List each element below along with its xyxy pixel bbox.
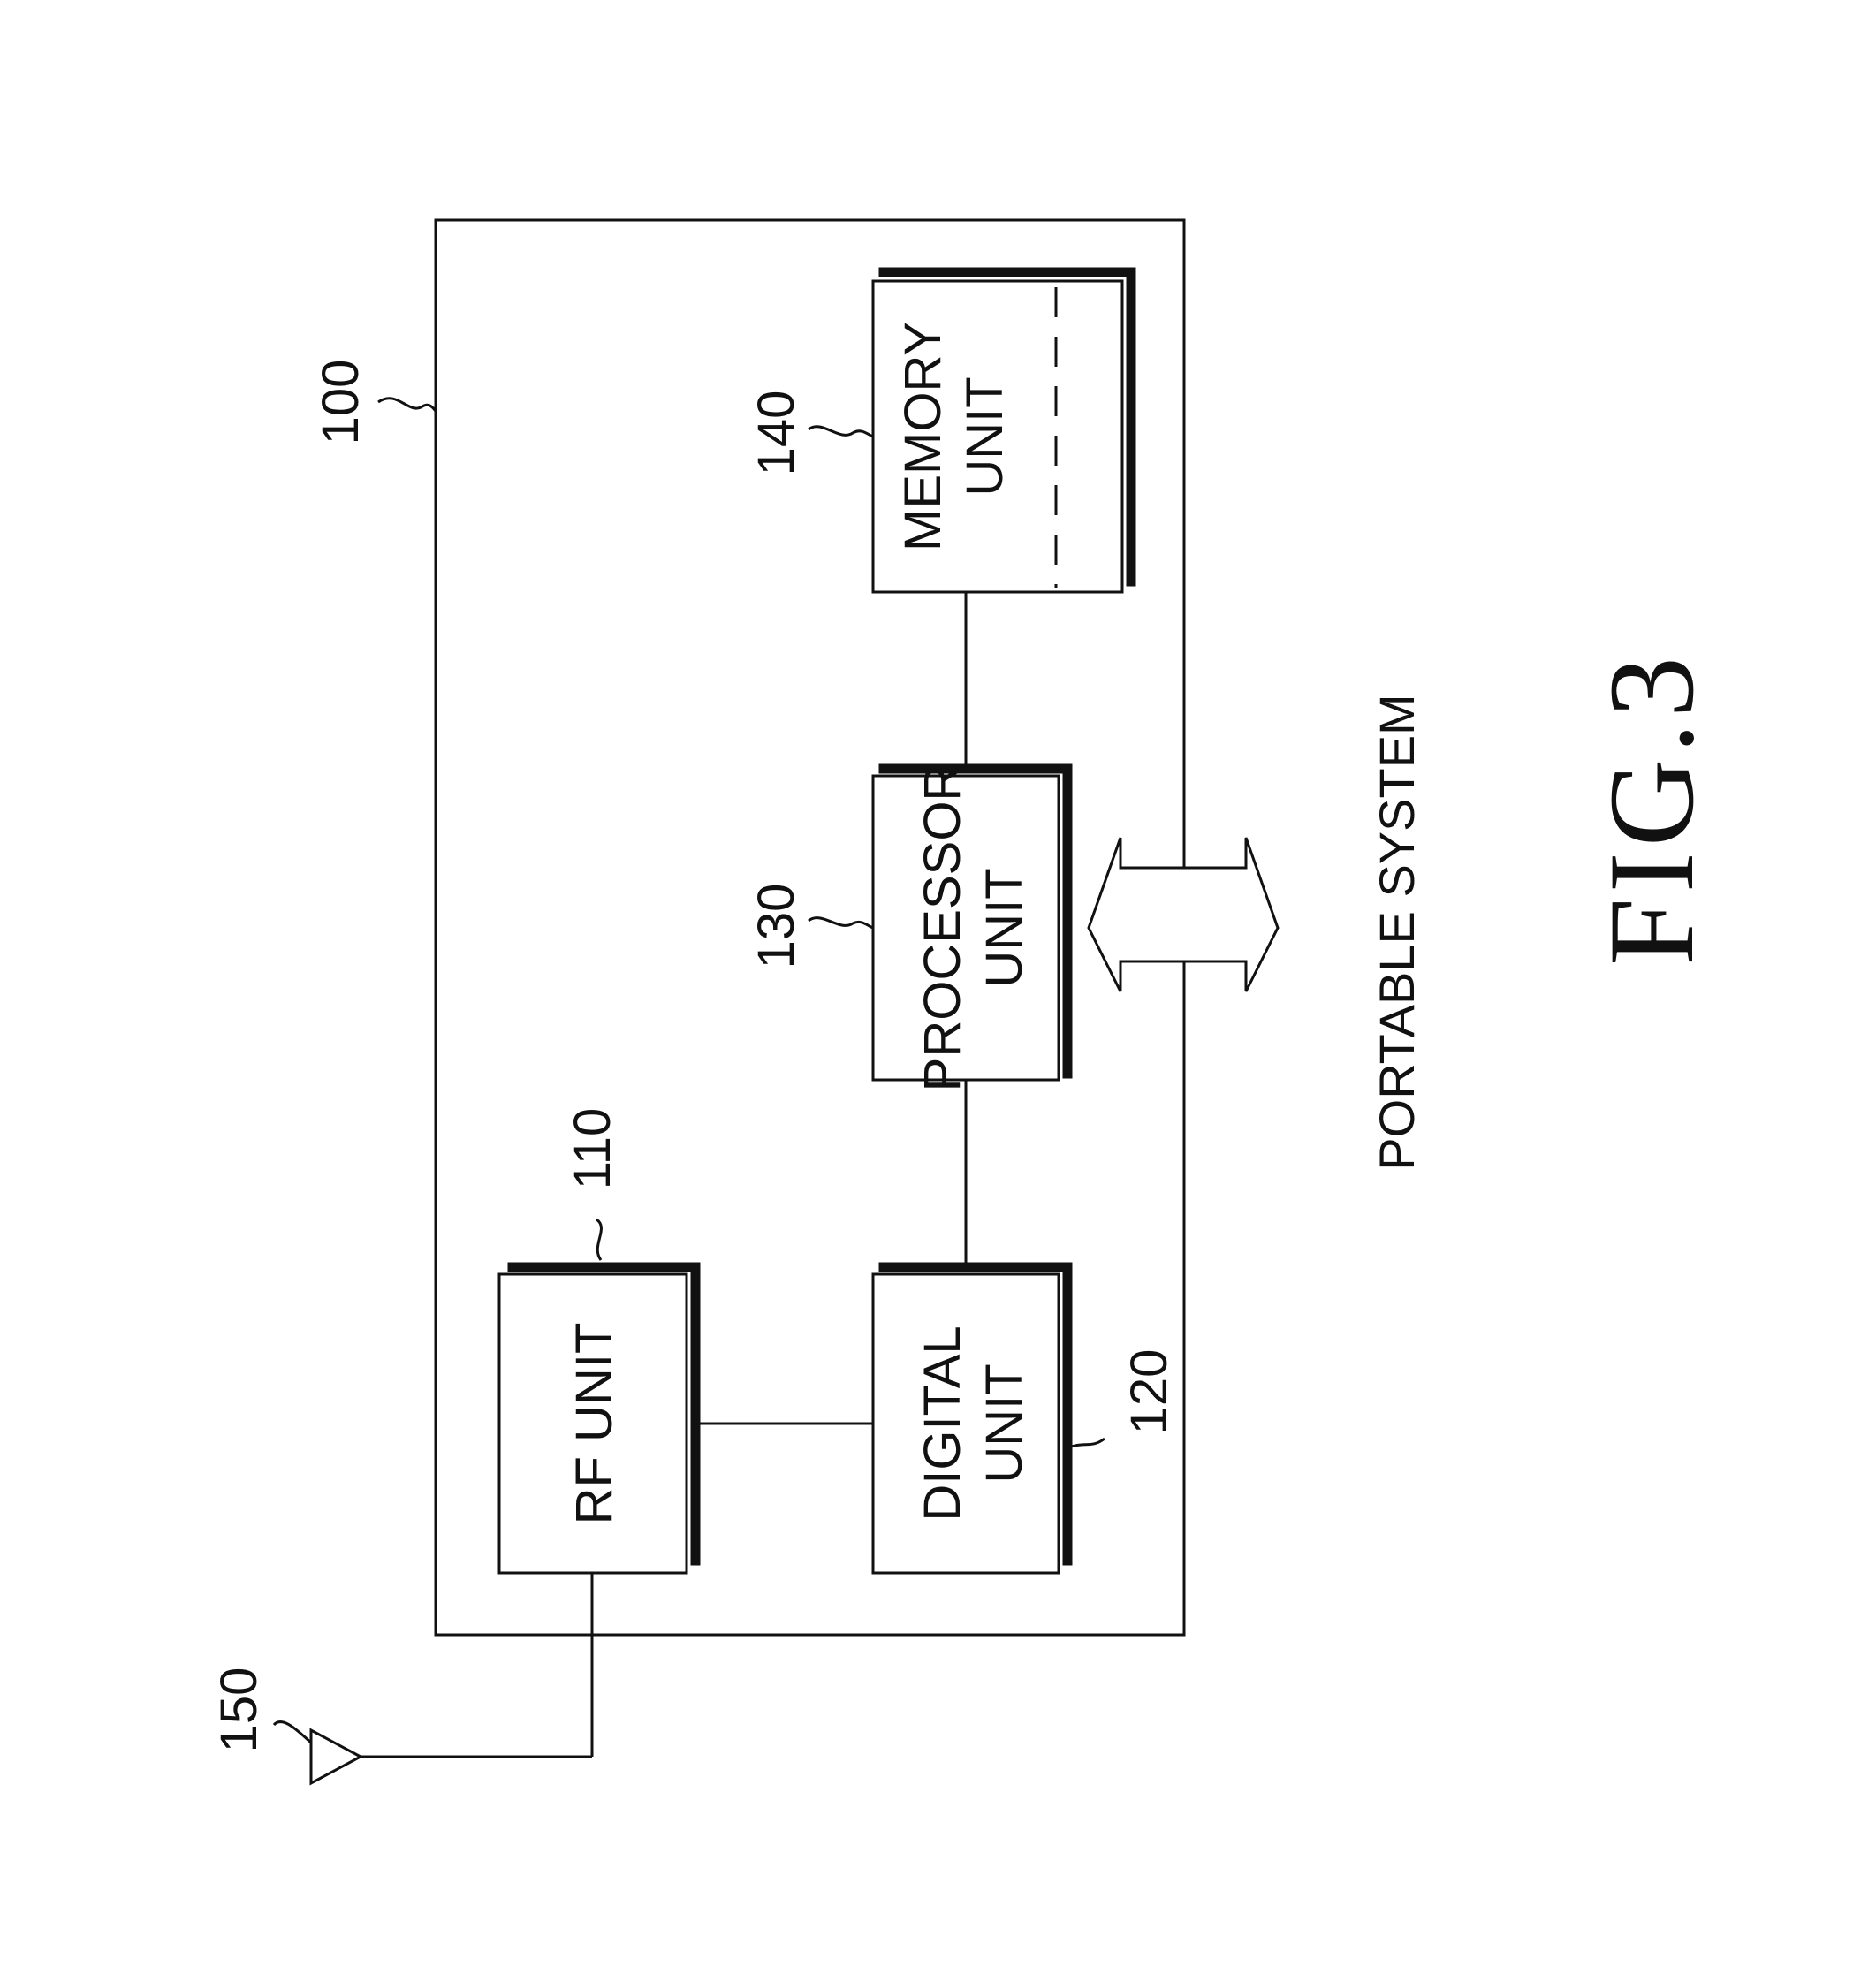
ref-130-leader: [809, 918, 873, 928]
antenna-icon: [311, 1730, 361, 1783]
ref-100-leader: [378, 399, 436, 411]
portable-system-caption: PORTABLE SYSTEM: [1369, 694, 1424, 1170]
ref-150-leader: [274, 1722, 311, 1743]
digital-unit-label-line2: UNIT: [976, 1363, 1033, 1483]
digital-unit-block: DIGITAL UNIT: [873, 1267, 1067, 1573]
ref-100: 100: [312, 360, 369, 445]
ref-130: 130: [748, 884, 805, 969]
ref-140: 140: [748, 391, 805, 476]
ref-150: 150: [210, 1667, 268, 1753]
ref-110-leader: [596, 1219, 601, 1260]
digital-unit-label-line1: DIGITAL: [914, 1325, 971, 1521]
memory-unit-label-line2: UNIT: [956, 376, 1014, 496]
memory-unit-block: MEMORY UNIT: [873, 272, 1131, 592]
figure-label: FIG.3: [1584, 651, 1719, 966]
rf-unit-block: RF UNIT: [499, 1267, 695, 1573]
processor-unit-label-line2: UNIT: [976, 868, 1033, 987]
ref-110: 110: [564, 1108, 621, 1189]
memory-unit-label-line1: MEMORY: [894, 322, 952, 551]
rf-unit-label: RF UNIT: [566, 1323, 623, 1525]
processor-unit-block: PROCESSOR UNIT: [873, 764, 1067, 1092]
ref-120: 120: [1120, 1349, 1178, 1435]
ref-140-leader: [809, 427, 873, 437]
processor-unit-label-line1: PROCESSOR: [914, 764, 971, 1092]
